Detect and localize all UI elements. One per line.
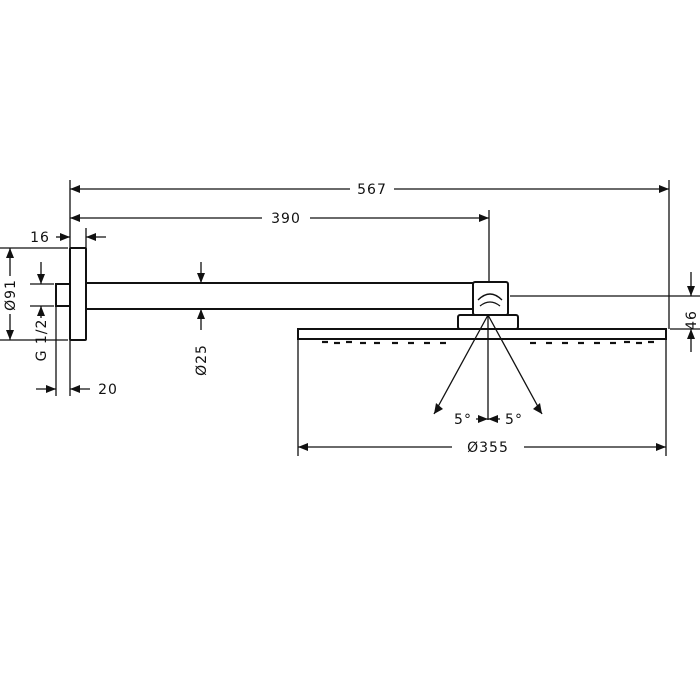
label-overall-length: 567: [357, 182, 387, 198]
label-head-height: 46: [684, 310, 700, 330]
dimension-overall-length: 567: [70, 182, 669, 198]
dimension-arm-length: 390: [70, 211, 489, 227]
shower-head-plate: [297, 328, 667, 340]
dimension-thread: G 1/2: [34, 262, 50, 361]
label-flange-thickness: 16: [30, 230, 50, 246]
wall-flange: [69, 247, 87, 341]
dimension-head-diameter: Ø355: [298, 440, 666, 456]
label-thread-length: 20: [98, 382, 118, 398]
label-tilt-left: 5°: [454, 412, 472, 428]
nozzle-row: [322, 340, 654, 345]
extension-lines: [0, 180, 700, 456]
dimension-arm-diameter: Ø25: [194, 262, 210, 376]
shower-arm: [85, 282, 491, 310]
dimension-tilt: 5° 5°: [434, 403, 542, 428]
label-tilt-right: 5°: [505, 412, 523, 428]
label-flange-diameter: Ø91: [3, 279, 19, 311]
product-outline: [55, 247, 667, 345]
label-arm-diameter: Ø25: [194, 344, 210, 376]
dimension-thread-length: 20: [36, 382, 118, 398]
dimension-flange-diameter: Ø91: [3, 248, 19, 340]
dimension-flange-thickness: 16: [30, 230, 106, 246]
joint-detail: [477, 293, 503, 307]
dimension-head-height: 46: [684, 272, 700, 352]
label-arm-length: 390: [271, 211, 301, 227]
label-head-diameter: Ø355: [467, 440, 509, 456]
joint-block: [472, 281, 509, 316]
label-thread: G 1/2: [34, 319, 50, 362]
